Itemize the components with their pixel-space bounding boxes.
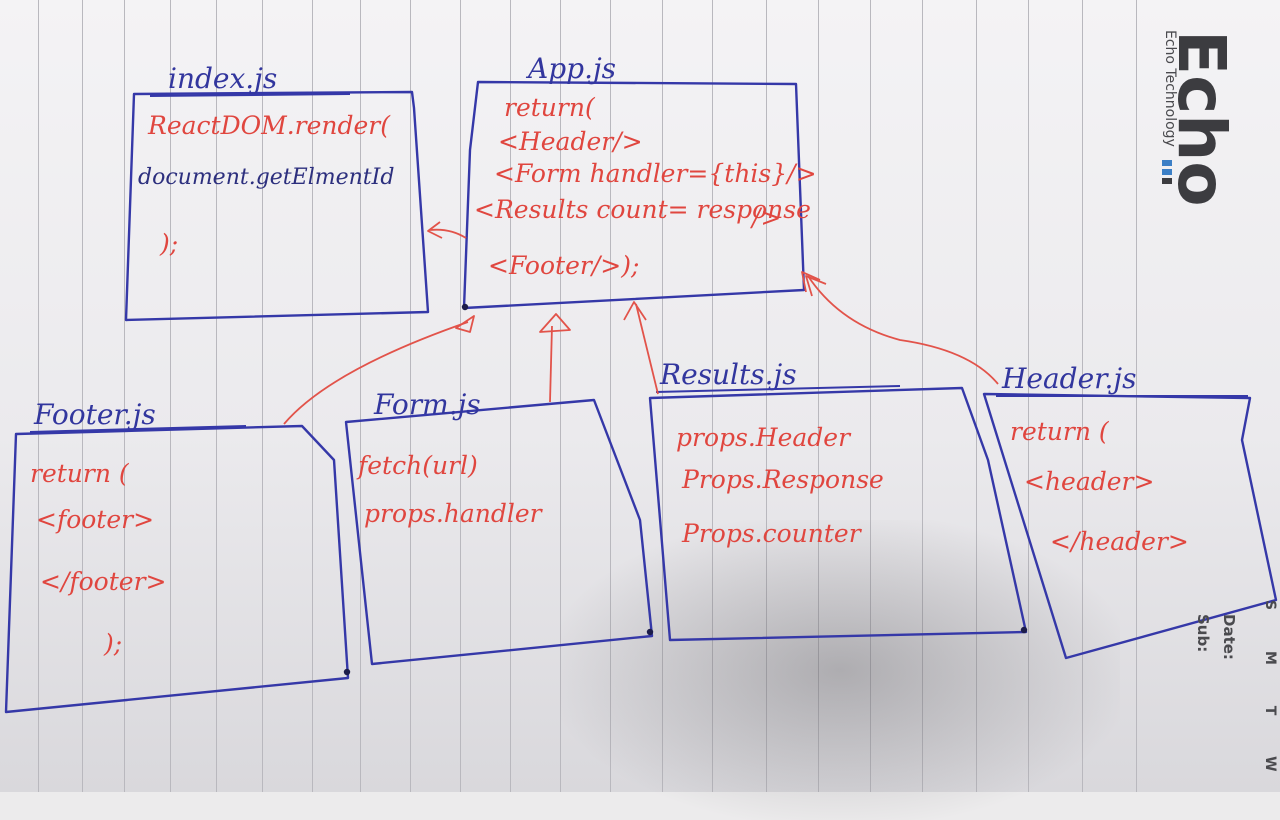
header-line-1: return ( xyxy=(1010,417,1110,446)
brand-squares-icon xyxy=(1162,160,1174,187)
app-line-6: <Footer/>); xyxy=(488,251,639,280)
arrow-form-to-app xyxy=(539,313,571,403)
arrow-header-to-app xyxy=(801,271,999,385)
app-js-title: App.js xyxy=(525,52,616,85)
arrow-app-to-index xyxy=(427,221,467,239)
footer-js-box: Footer.js return ( <footer> </footer> ); xyxy=(4,398,351,714)
results-js-title: Results.js xyxy=(659,358,797,391)
date-field: Date: xyxy=(1220,614,1238,660)
app-line-3: <Form handler={this}/> xyxy=(494,159,817,188)
sub-field: Sub: xyxy=(1194,614,1212,653)
index-line-1: ReactDOM.render( xyxy=(147,111,391,140)
index-js-box: index.js ReactDOM.render( document.getEl… xyxy=(124,62,430,322)
arrow-footer-to-app xyxy=(283,315,475,425)
header-line-2: <header> xyxy=(1024,467,1154,496)
app-line-4: <Results count= response xyxy=(474,195,811,224)
component-diagram: index.js ReactDOM.render( document.getEl… xyxy=(4,52,1278,714)
footer-js-title: Footer.js xyxy=(33,398,156,431)
footer-line-4: ); xyxy=(103,629,122,658)
app-line-1: return( xyxy=(504,93,596,122)
index-line-2: document.getElmentId xyxy=(138,165,394,190)
app-js-box: App.js return( <Header/> <Form handler={… xyxy=(461,52,817,311)
form-js-box: Form.js fetch(url) props.handler xyxy=(344,388,654,666)
footer-line-2: <footer> xyxy=(36,505,154,534)
results-js-box: Results.js props.Header Props.Response P… xyxy=(648,358,1028,642)
index-line-3: ); xyxy=(159,229,178,258)
form-js-title: Form.js xyxy=(373,388,481,421)
results-line-1: props.Header xyxy=(676,423,852,452)
app-line-2: <Header/> xyxy=(498,127,643,156)
header-js-box: Header.js return ( <header> </header> xyxy=(982,362,1278,660)
echo-tagline: Echo Technology xyxy=(1162,30,1178,147)
header-js-title: Header.js xyxy=(1001,362,1136,395)
results-line-3: Props.counter xyxy=(681,519,863,548)
index-js-title: index.js xyxy=(168,62,277,95)
header-line-3: </header> xyxy=(1050,527,1189,556)
form-line-2: props.handler xyxy=(364,499,544,528)
results-line-2: Props.Response xyxy=(681,465,884,494)
footer-line-1: return ( xyxy=(30,459,130,488)
app-line-5: /> xyxy=(750,203,781,232)
footer-line-3: </footer> xyxy=(40,567,166,596)
weekday-field: S M T W xyxy=(1262,600,1278,790)
arrow-results-to-app xyxy=(623,301,659,395)
form-line-1: fetch(url) xyxy=(356,451,478,480)
